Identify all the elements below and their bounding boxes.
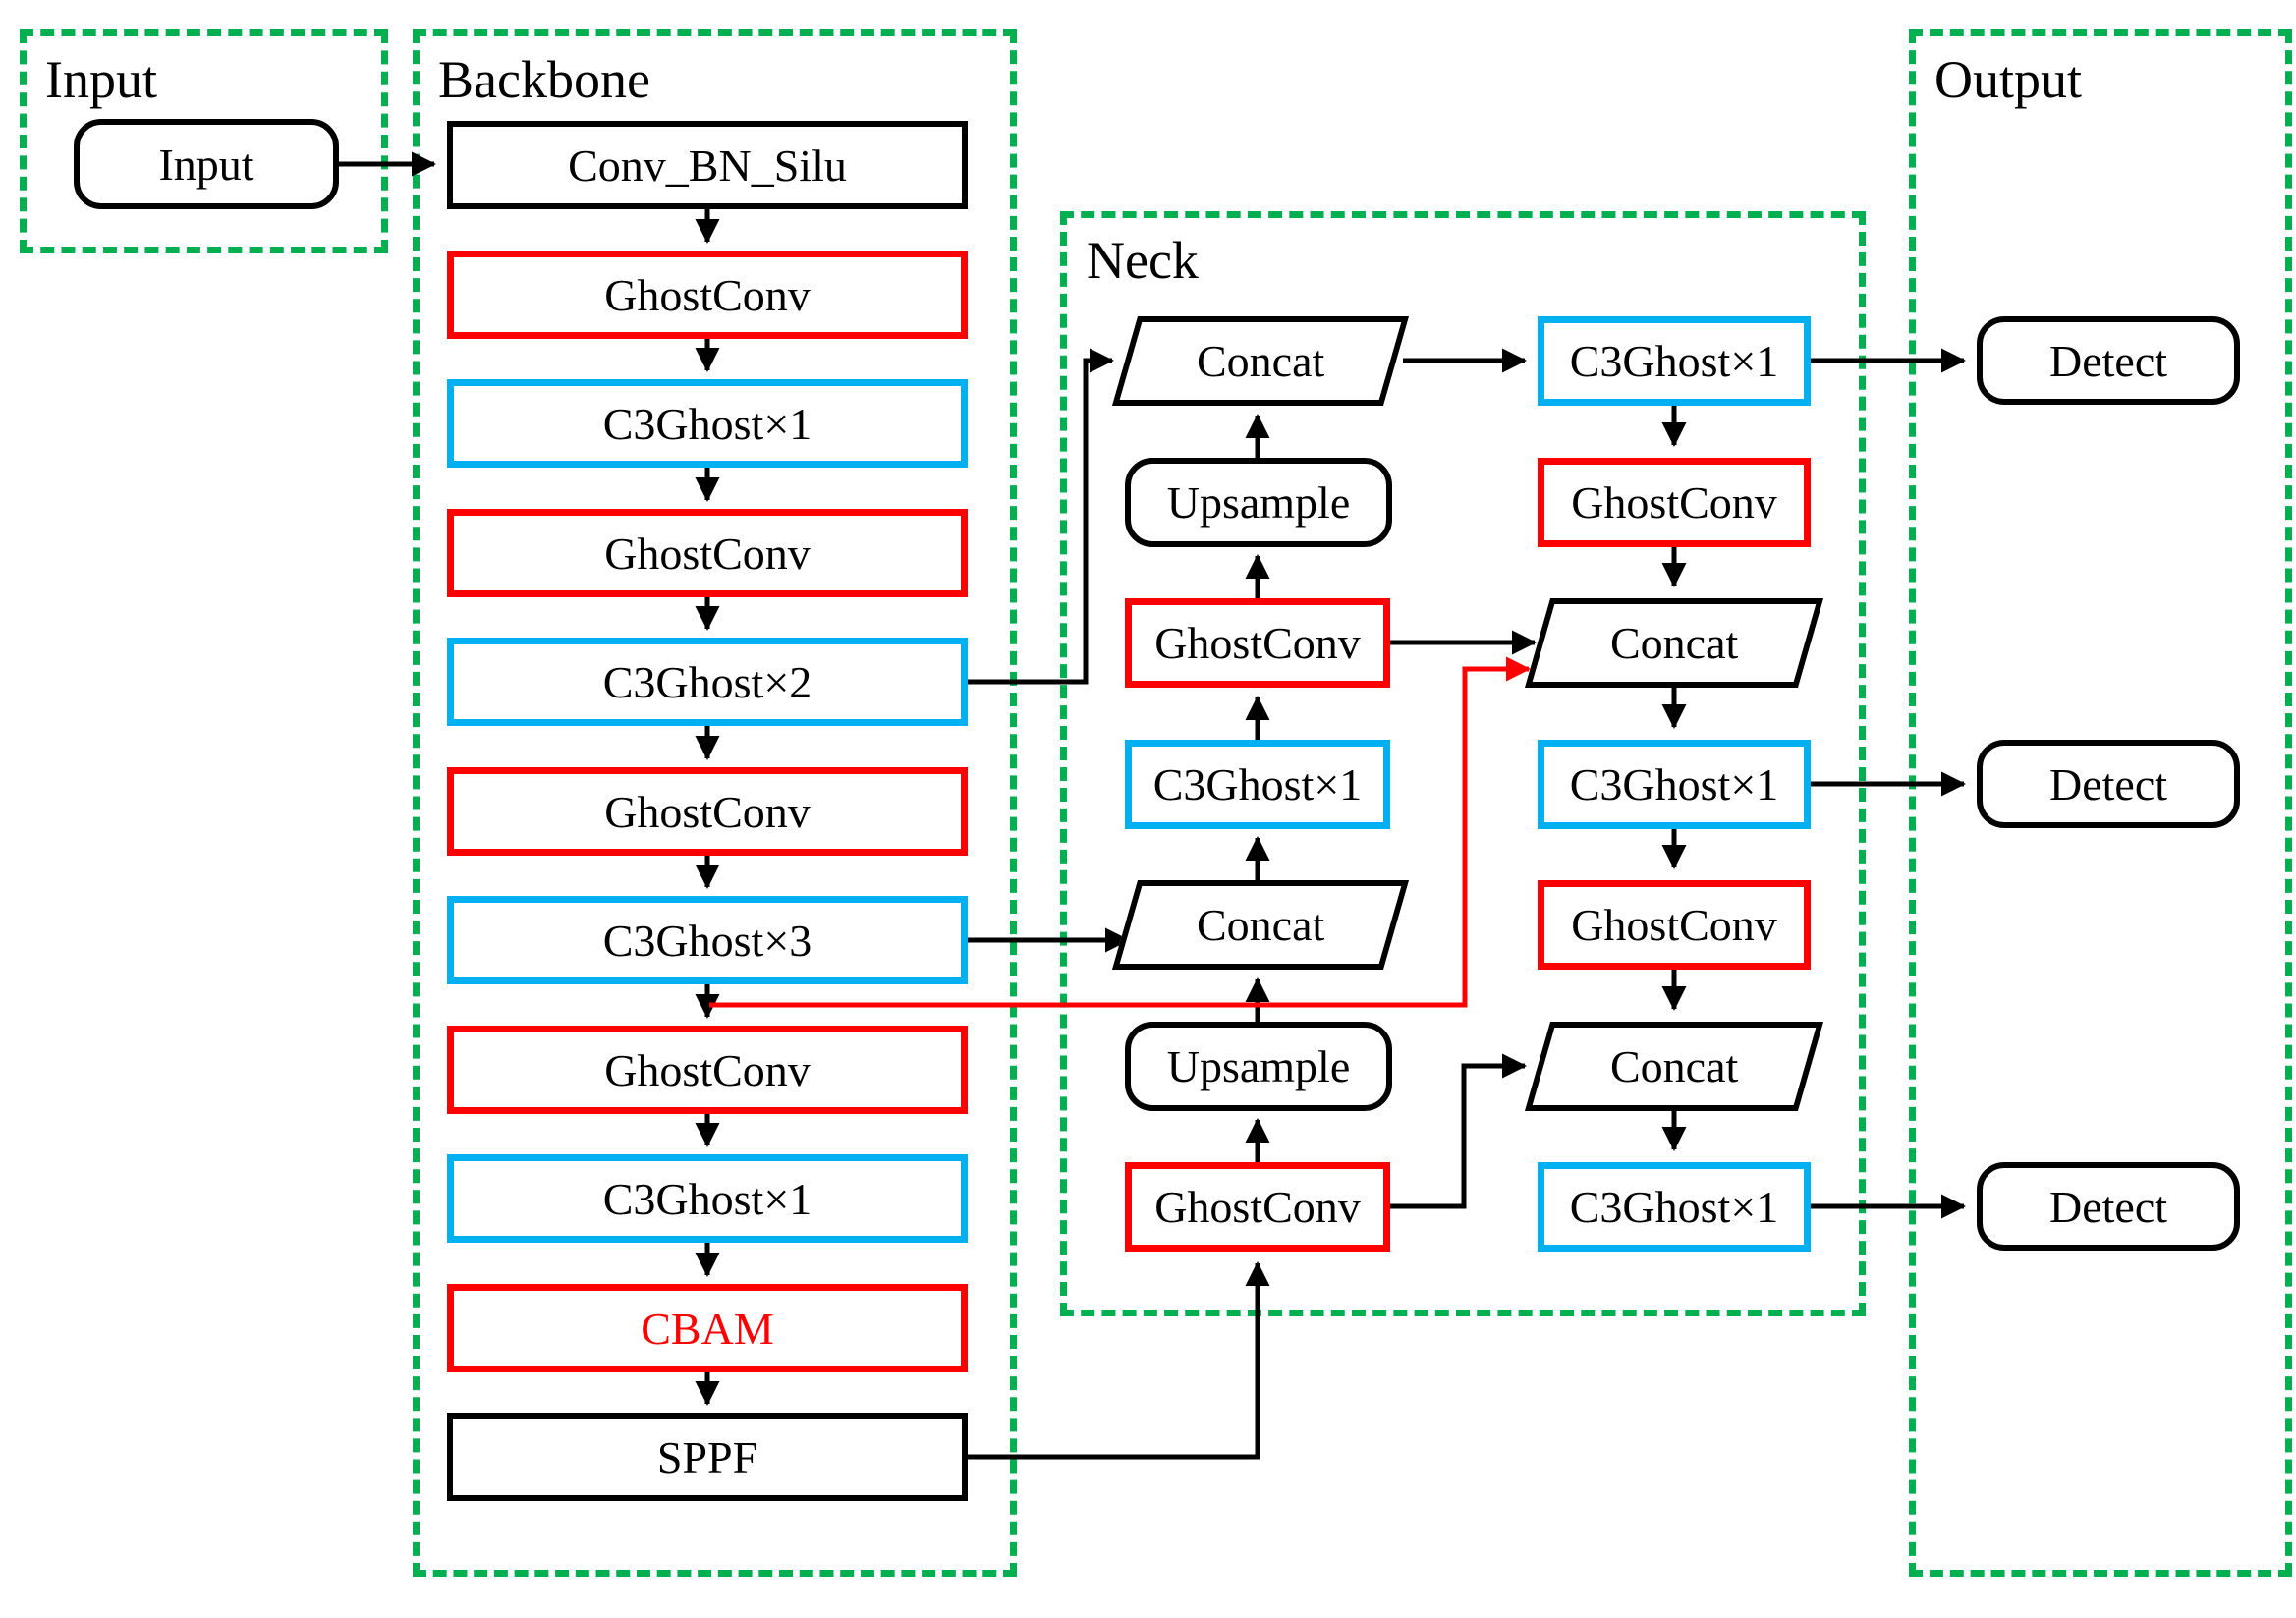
node-neck-concat-bottom: Concat [1524,1022,1824,1111]
node-backbone-ghostconv-4: GhostConv [447,1026,968,1114]
input-group-frame [20,29,388,253]
node-neck-c3ghost-right-2: C3Ghost×1 [1538,740,1811,829]
node-neck-c3ghost-left: C3Ghost×1 [1125,740,1390,829]
node-backbone-c3ghost-2: C3Ghost×2 [447,638,968,726]
node-detect-2: Detect [1977,740,2240,828]
node-neck-upsample-1: Upsample [1125,458,1392,547]
input-group-label: Input [45,50,157,109]
node-neck-ghostconv-right-1: GhostConv [1538,458,1811,547]
output-group-frame [1909,29,2292,1577]
node-neck-ghostconv-left-1: GhostConv [1125,598,1390,688]
node-backbone-c3ghost-3: C3Ghost×3 [447,896,968,984]
node-neck-ghostconv-right-2: GhostConv [1538,880,1811,970]
node-sppf: SPPF [447,1413,968,1501]
node-backbone-ghostconv-2: GhostConv [447,509,968,597]
node-neck-c3ghost-right-1: C3Ghost×1 [1538,316,1811,406]
node-neck-upsample-2: Upsample [1125,1022,1392,1111]
node-backbone-c3ghost-1: C3Ghost×1 [447,379,968,468]
backbone-group-label: Backbone [438,50,650,109]
node-neck-concat-mid-right: Concat [1524,598,1824,688]
node-cbam: CBAM [447,1284,968,1372]
node-backbone-ghostconv-3: GhostConv [447,767,968,856]
neck-group-label: Neck [1087,231,1199,290]
node-detect-3: Detect [1977,1162,2240,1251]
node-neck-concat-top: Concat [1111,316,1410,406]
node-neck-concat-mid-left: Concat [1111,880,1410,970]
node-backbone-ghostconv-1: GhostConv [447,251,968,339]
output-group-label: Output [1934,50,2083,109]
node-input: Input [74,119,339,209]
node-backbone-c3ghost-4: C3Ghost×1 [447,1154,968,1243]
node-neck-c3ghost-right-3: C3Ghost×1 [1538,1162,1811,1252]
node-conv-bn-silu: Conv_BN_Silu [447,121,968,209]
node-detect-1: Detect [1977,316,2240,405]
node-neck-ghostconv-left-2: GhostConv [1125,1162,1390,1252]
